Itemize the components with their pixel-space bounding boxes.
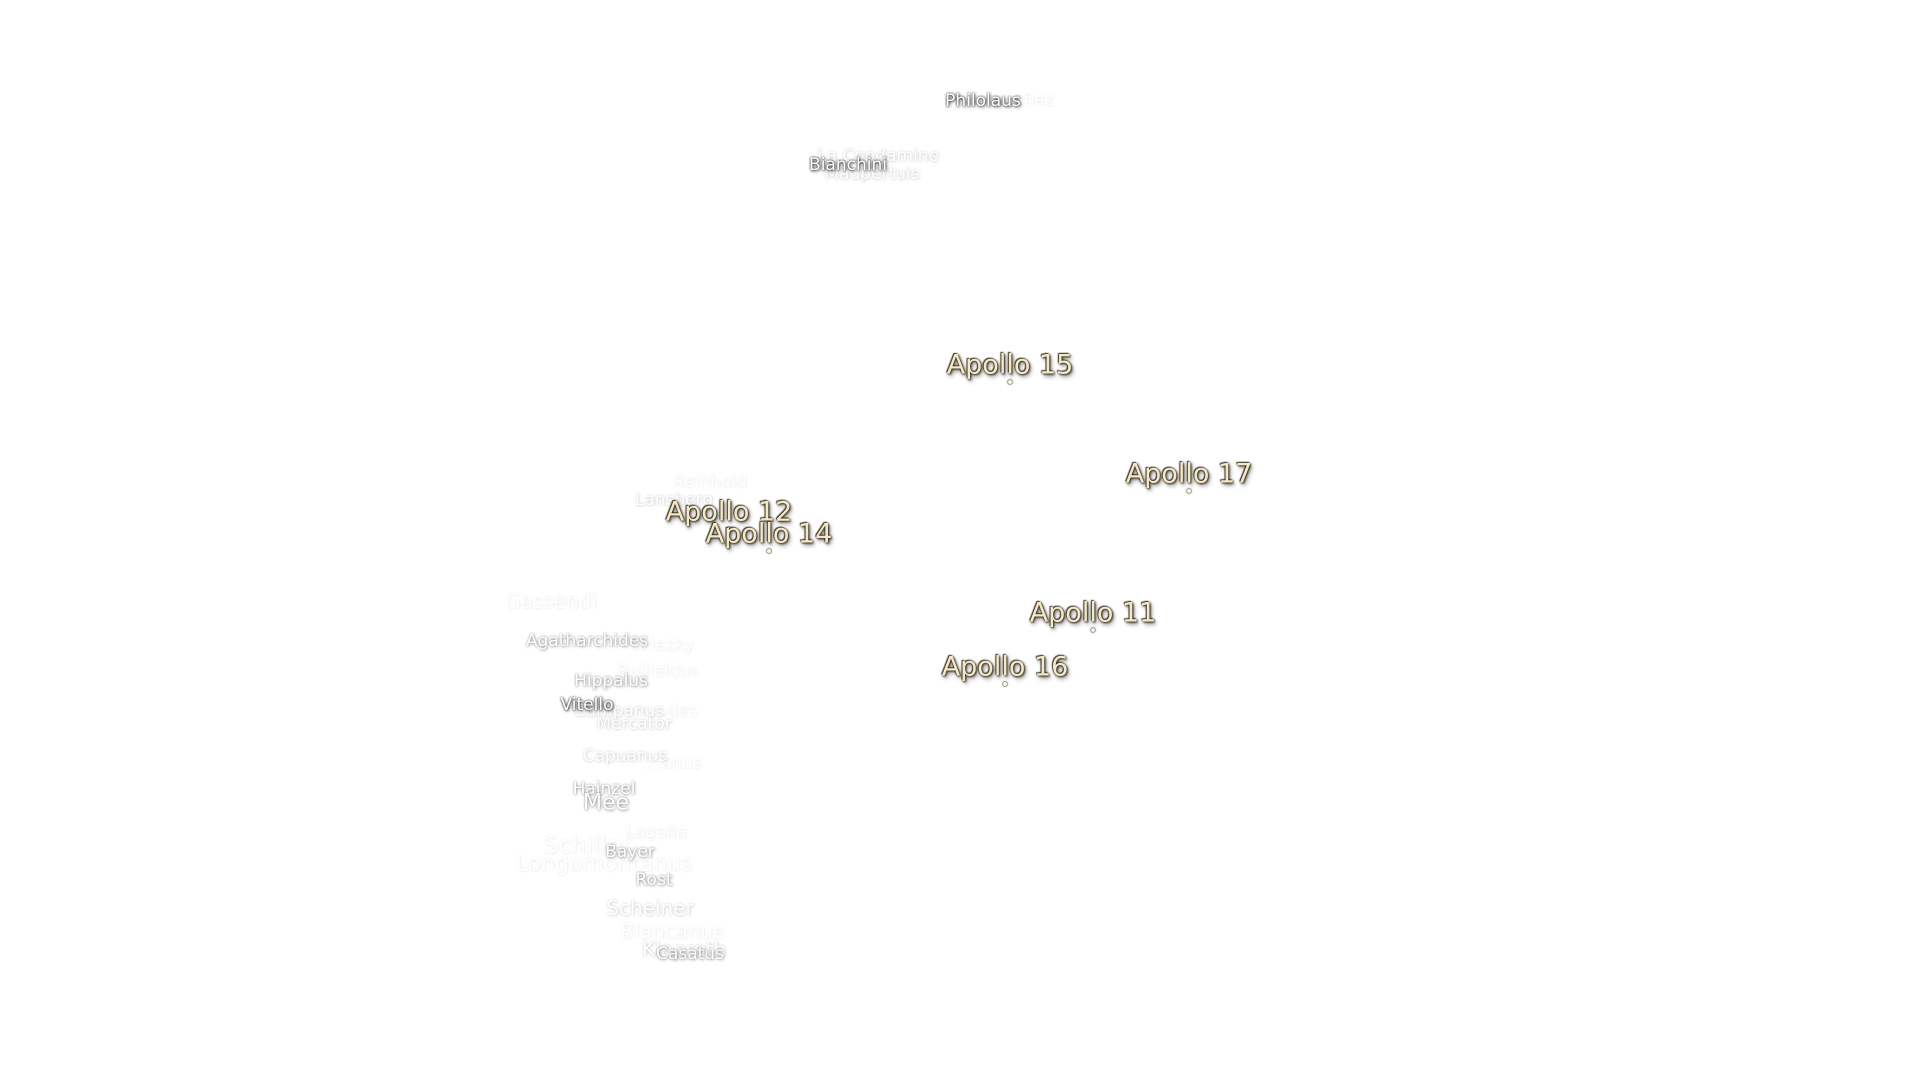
- apollo-11-label[interactable]: Apollo 11: [1029, 597, 1157, 629]
- crater-label-bullialdus: Bullialdus: [616, 661, 700, 681]
- apollo-15-marker[interactable]: [1008, 380, 1012, 384]
- crater-label-vitello: Vitello: [560, 695, 614, 715]
- crater-label-lansberg: Lansberg: [634, 490, 714, 510]
- apollo-12-marker[interactable]: [727, 527, 731, 531]
- crater-label-maupertuis: Maupertuis: [824, 164, 920, 184]
- crater-label-casatus: Casatus: [656, 944, 724, 964]
- crater-label-longomontanus: Longomontanus: [515, 851, 693, 877]
- crater-label-faint: ...anus: [644, 753, 702, 773]
- apollo-14-label[interactable]: Apollo 14: [705, 518, 833, 550]
- apollo-17-label[interactable]: Apollo 17: [1125, 458, 1253, 490]
- crater-label-campanus: Campanus: [573, 701, 665, 721]
- apollo-14-marker[interactable]: [767, 549, 771, 553]
- crater-label-hippalus: Hippalus: [574, 671, 648, 691]
- crater-label-reinhold: Reinhold: [673, 472, 747, 492]
- crater-label-blancanus: Blancanus: [620, 919, 724, 943]
- crater-label-lagalla: Lagalla: [625, 822, 687, 842]
- crater-label-gassendi: Gassendi: [505, 589, 597, 613]
- crater-label-eratosthenes: ...des: [650, 701, 698, 721]
- crater-label-mercator: Mercator: [596, 714, 672, 734]
- crater-label-agatharchides: Agatharchides: [525, 631, 649, 651]
- apollo-15-label[interactable]: Apollo 15: [946, 349, 1074, 381]
- crater-label-schiller: Schiller: [542, 831, 632, 859]
- crater-label-hainzel: Hainzel: [572, 779, 636, 799]
- crater-label-anaxagoras: ...chaz: [998, 90, 1054, 110]
- crater-label-scheiner: Scheiner: [606, 896, 694, 920]
- crater-label-capuanus: Capuanus: [582, 746, 668, 766]
- apollo-12-label[interactable]: Apollo 12: [665, 496, 793, 528]
- crater-label-klaproth: Klaproth: [641, 937, 727, 961]
- crater-label-la-condamine: La Condamine: [816, 146, 940, 166]
- crater-label-mee: Mee: [582, 790, 630, 816]
- crater-label-bianchini: Bianchini: [809, 155, 887, 175]
- crater-label-rost: Rost: [635, 870, 673, 890]
- crater-label-lubieniecki: ...iezky: [634, 635, 694, 655]
- apollo-16-marker[interactable]: [1003, 682, 1007, 686]
- crater-label-philolaus: Philolaus: [945, 91, 1021, 111]
- apollo-11-marker[interactable]: [1091, 628, 1095, 632]
- apollo-17-marker[interactable]: [1187, 489, 1191, 493]
- crater-label-bayer: Bayer: [605, 842, 655, 862]
- apollo-16-label[interactable]: Apollo 16: [941, 651, 1069, 683]
